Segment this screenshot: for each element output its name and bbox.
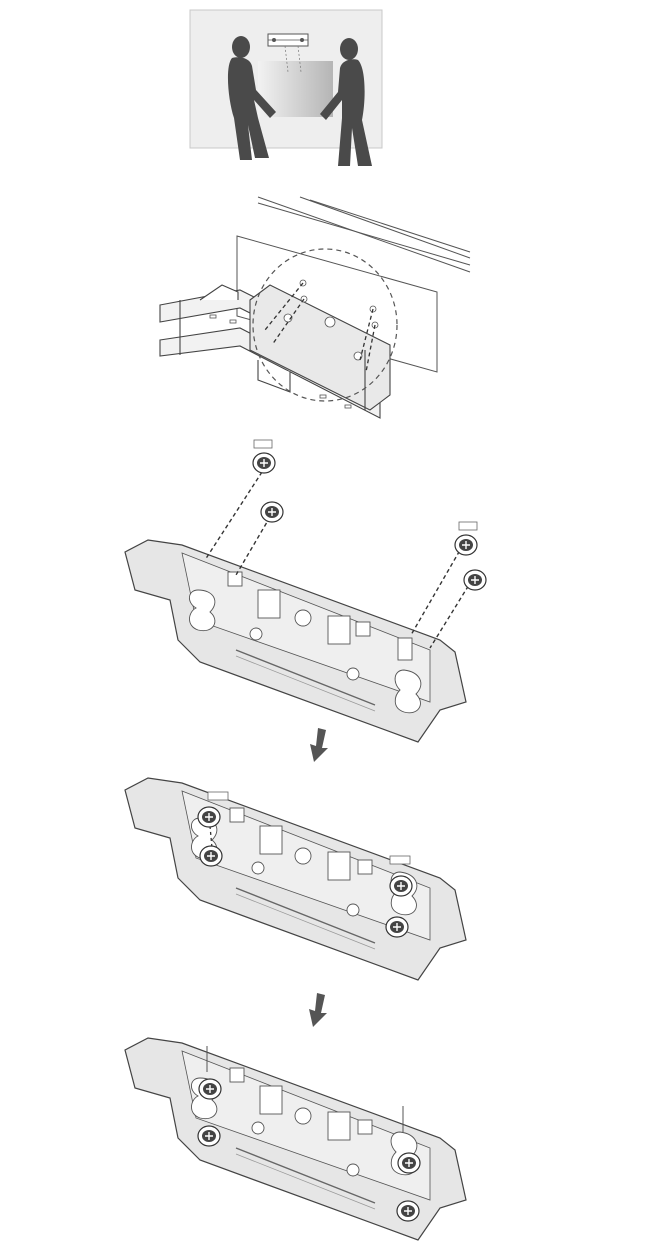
wall-plate <box>236 235 438 373</box>
step-3-panel <box>0 430 645 750</box>
screw-top-left <box>252 439 276 474</box>
down-arrow-icon <box>310 728 328 762</box>
step-1-panel <box>0 0 645 180</box>
bracket-cutouts <box>189 571 422 714</box>
step-3-illustration <box>124 439 487 743</box>
arrow-1 <box>0 725 645 765</box>
screw-inserted-4 <box>385 916 409 938</box>
step-4-illustration <box>124 777 467 981</box>
screw-fastened-2 <box>197 1125 221 1147</box>
insert-guide <box>209 825 213 849</box>
spacer-top-right <box>463 569 487 591</box>
person-right <box>320 38 372 166</box>
step-4-panel <box>0 770 645 985</box>
screw-fastened-1 <box>198 1078 222 1100</box>
step-5-panel <box>0 1035 645 1250</box>
spacer-top-left <box>260 501 284 523</box>
screw-inserted-2 <box>199 845 223 867</box>
step-2-illustration <box>159 196 471 419</box>
step-2-panel <box>0 185 645 430</box>
alignment-guides <box>264 282 376 373</box>
screw-fastened-4 <box>396 1200 420 1222</box>
down-arrow-icon <box>309 993 327 1027</box>
step-5-illustration <box>124 1037 467 1241</box>
screw-fastened-3 <box>397 1152 421 1174</box>
screw-inserted-3 <box>389 875 413 897</box>
arrow-2 <box>0 990 645 1030</box>
screw-inserted-1 <box>197 806 221 828</box>
step-1-illustration <box>189 9 383 166</box>
screw-top-right <box>454 521 478 556</box>
person-left <box>227 36 276 160</box>
highlight-circle <box>252 248 398 402</box>
screw-guides <box>204 471 473 649</box>
tv-edge-lines <box>257 196 471 273</box>
wall-bracket-small <box>267 33 309 47</box>
